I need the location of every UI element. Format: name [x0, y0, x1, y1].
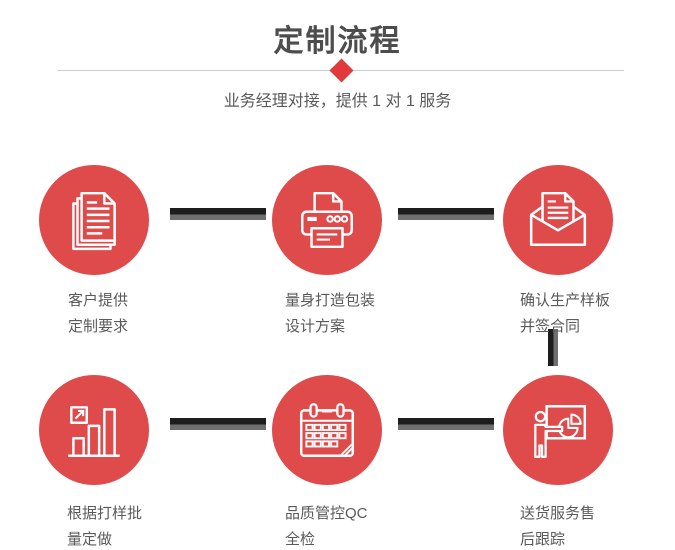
step2-circle: [272, 165, 382, 275]
connector-step4-step5: [170, 418, 266, 430]
step4-label: 根据打样批 量定做: [67, 505, 143, 548]
step3-circle: [503, 165, 613, 275]
step1-circle: [39, 165, 149, 275]
step1-label: 客户提供 定制要求: [68, 292, 129, 335]
step6-circle: [503, 375, 613, 485]
presentation-pie-icon: [534, 405, 587, 458]
step6-label: 送货服务售 后跟踪: [520, 505, 596, 548]
step5-circle: [272, 375, 382, 485]
connector-step3-step6: [548, 329, 558, 366]
step2-label: 量身打造包装 设计方案: [285, 292, 376, 335]
stacked-documents-icon: [72, 191, 116, 251]
printer-icon: [301, 191, 353, 249]
step4-circle: [39, 375, 149, 485]
page-subtitle: 业务经理对接，提供 1 对 1 服务: [223, 93, 452, 110]
envelope-letter-icon: [529, 191, 587, 246]
connector-step1-step2: [170, 208, 266, 220]
page-title: 定制流程: [273, 25, 402, 58]
step3-label: 确认生产样板 并签合同: [520, 292, 611, 335]
diamond-icon: [329, 58, 354, 83]
bar-chart-growth-icon: [68, 406, 120, 458]
connector-step5-step6: [398, 418, 494, 430]
calendar-icon: [299, 403, 355, 458]
step5-label: 品质管控QC 全检: [285, 505, 368, 548]
connector-step2-step3: [398, 208, 494, 220]
